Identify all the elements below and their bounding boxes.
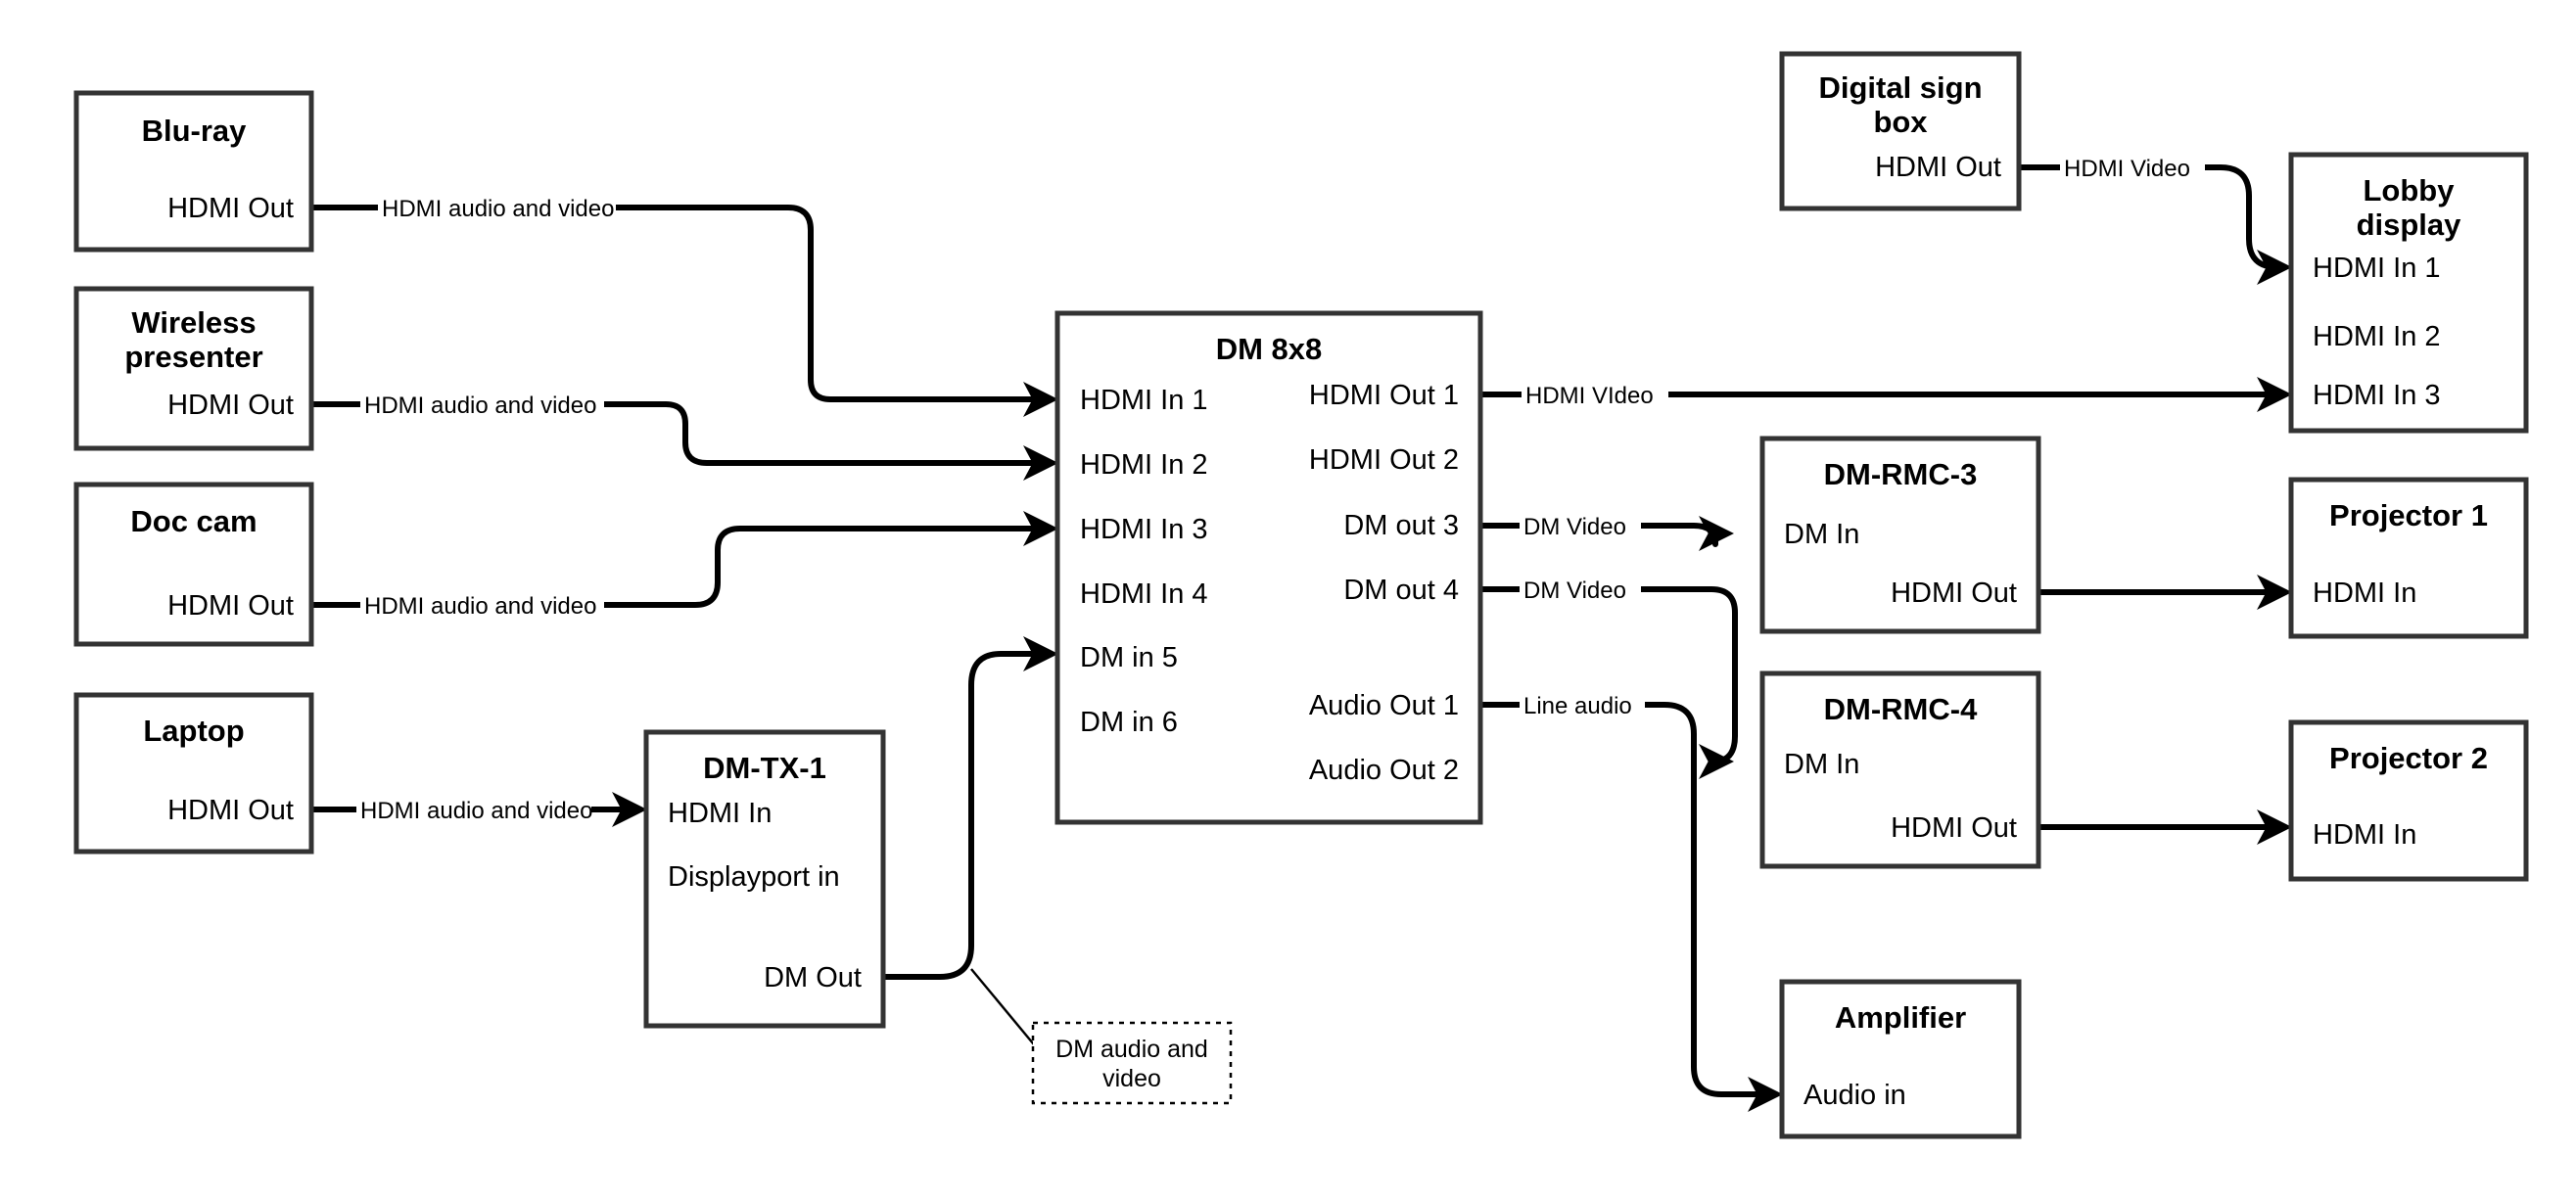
node-dm-8x8-output-hdmi-out-1: HDMI Out 1	[1309, 380, 1459, 411]
node-dm-tx-1-port-hdmi-in: HDMI In	[668, 798, 772, 829]
node-dm-8x8-input-hdmi-in-2: HDMI In 2	[1080, 449, 1208, 481]
node-dm-8x8-input-dm-in-6: DM in 6	[1080, 707, 1178, 738]
node-dm-tx-1-port-dm-out: DM Out	[764, 962, 862, 993]
node-lobby-display-port-hdmi-in-3: HDMI In 3	[2313, 380, 2441, 411]
node-digital-sign-box-title-line2: box	[1873, 105, 1928, 139]
node-amplifier-port-audio-in: Audio in	[1803, 1080, 1906, 1111]
node-dm-tx-1-port-displayport-in: Displayport in	[668, 861, 840, 893]
edge-label-wireless-to-dm8x8: HDMI audio and video	[360, 386, 604, 421]
node-dm-8x8-input-hdmi-in-3: HDMI In 3	[1080, 514, 1208, 545]
node-dm-8x8-input-dm-in-5: DM in 5	[1080, 642, 1178, 673]
node-digital-sign-box-port-hdmi-out: HDMI Out	[1875, 152, 2001, 183]
node-bluray-title: Blu-ray	[142, 114, 248, 148]
node-dm-8x8-output-dm-out-4: DM out 4	[1343, 575, 1459, 606]
node-amplifier-title: Amplifier	[1835, 1000, 1966, 1035]
node-lobby-display-title: Lobby	[2364, 173, 2456, 208]
wire-dm8x8-out4-to-rmc4	[1480, 586, 1738, 779]
node-dm-8x8-output-hdmi-out-2: HDMI Out 2	[1309, 444, 1459, 476]
wire-bluray-to-dm8x8	[311, 205, 1058, 417]
edge-label-text: HDMI audio and video	[382, 196, 614, 222]
edge-label-text: HDMI audio and video	[364, 393, 596, 419]
node-dm-rmc-4[interactable]: DM-RMC-4 DM In HDMI Out	[1759, 670, 2041, 869]
callout-dm-audio-and-video: DM audio and video	[1031, 1021, 1233, 1105]
node-doc-cam[interactable]: Doc cam HDMI Out	[73, 482, 314, 647]
wire-wireless-to-dm8x8	[311, 401, 1058, 481]
edge-label-dm8x8-out4-to-rmc4: DM Video	[1520, 571, 1641, 606]
wire-dm8x8-audio1-to-amp	[1480, 702, 1783, 1112]
node-dm-rmc-3-port-hdmi-out: HDMI Out	[1891, 577, 2017, 609]
edge-label-bluray-to-dm8x8: HDMI audio and video	[378, 189, 616, 224]
node-digital-sign-box[interactable]: Digital sign box HDMI Out	[1779, 51, 2022, 211]
node-dm-8x8-output-audio-out-2: Audio Out 2	[1309, 755, 1459, 786]
node-lobby-display-port-hdmi-in-1: HDMI In 1	[2313, 253, 2441, 284]
edge-label-text: DM Video	[1523, 577, 1626, 604]
node-dm-rmc-4-port-dm-in: DM In	[1784, 749, 1859, 780]
edge-label-text: DM Video	[1523, 514, 1626, 540]
node-wireless-presenter-title: Wireless	[131, 305, 256, 340]
node-bluray[interactable]: Blu-ray HDMI Out	[73, 90, 314, 253]
edge-label-text: HDMI audio and video	[364, 593, 596, 620]
node-amplifier[interactable]: Amplifier Audio in	[1779, 979, 2022, 1139]
node-projector-2-title: Projector 2	[2329, 741, 2488, 775]
node-projector-1-port-hdmi-in: HDMI In	[2313, 577, 2416, 609]
node-bluray-port-hdmi-out: HDMI Out	[167, 193, 294, 224]
callout-leader-line	[970, 968, 1039, 1050]
node-dm-8x8-output-dm-out-3: DM out 3	[1343, 510, 1459, 541]
node-projector-2[interactable]: Projector 2 HDMI In	[2288, 719, 2529, 882]
node-projector-2-port-hdmi-in: HDMI In	[2313, 819, 2416, 851]
node-dm-tx-1[interactable]: DM-TX-1 HDMI In Displayport in DM Out	[643, 729, 886, 1029]
node-wireless-presenter-title-line2: presenter	[124, 340, 262, 374]
node-lobby-display[interactable]: Lobby display HDMI In 1 HDMI In 2 HDMI I…	[2288, 152, 2529, 434]
edge-label-dm8x8-out3-to-rmc3: DM Video	[1520, 507, 1641, 542]
edge-label-text: Line audio	[1523, 693, 1632, 719]
node-projector-1-title: Projector 1	[2329, 498, 2488, 532]
edge-label-doccam-to-dm8x8: HDMI audio and video	[360, 586, 604, 622]
node-digital-sign-box-title: Digital sign	[1818, 70, 1982, 105]
node-lobby-display-title-line2: display	[2357, 208, 2462, 242]
node-wireless-presenter[interactable]: Wireless presenter HDMI Out	[73, 286, 314, 451]
node-dm-rmc-4-port-hdmi-out: HDMI Out	[1891, 812, 2017, 844]
node-laptop-port-hdmi-out: HDMI Out	[167, 795, 294, 826]
edge-label-sign-to-lobby: HDMI Video	[2060, 149, 2205, 184]
node-dm-8x8-output-audio-out-1: Audio Out 1	[1309, 690, 1459, 721]
node-projector-1[interactable]: Projector 1 HDMI In	[2288, 477, 2529, 639]
node-dm-8x8[interactable]: DM 8x8 HDMI In 1 HDMI In 2 HDMI In 3 HDM…	[1054, 310, 1483, 825]
node-dm-8x8-input-hdmi-in-1: HDMI In 1	[1080, 385, 1208, 416]
node-wireless-presenter-port-hdmi-out: HDMI Out	[167, 390, 294, 421]
edge-label-dm8x8-out1-to-lobby: HDMI VIdeo	[1522, 376, 1668, 411]
node-dm-tx-1-title: DM-TX-1	[703, 751, 826, 785]
callout-line-2: video	[1102, 1065, 1161, 1092]
node-dm-8x8-input-hdmi-in-4: HDMI In 4	[1080, 578, 1208, 610]
edge-label-text: HDMI VIdeo	[1525, 383, 1654, 409]
node-laptop[interactable]: Laptop HDMI Out	[73, 692, 314, 855]
wire-dmtx1-to-dm8x8	[883, 636, 1058, 980]
wire-dm8x8-out3-to-rmc3	[1480, 516, 1734, 552]
node-laptop-title: Laptop	[143, 714, 244, 748]
edge-label-text: HDMI Video	[2064, 156, 2190, 182]
edge-label-laptop-to-dmtx1: HDMI audio and video	[356, 791, 592, 826]
node-dm-rmc-3-port-dm-in: DM In	[1784, 519, 1859, 550]
node-dm-rmc-3[interactable]: DM-RMC-3 DM In HDMI Out	[1759, 436, 2041, 634]
node-lobby-display-port-hdmi-in-2: HDMI In 2	[2313, 321, 2441, 352]
wire-sign-to-lobby	[2019, 164, 2292, 285]
node-doc-cam-title: Doc cam	[130, 504, 257, 538]
node-dm-8x8-title: DM 8x8	[1216, 332, 1323, 366]
wire-doccam-to-dm8x8	[311, 511, 1058, 608]
node-doc-cam-port-hdmi-out: HDMI Out	[167, 590, 294, 622]
node-dm-rmc-3-title: DM-RMC-3	[1824, 457, 1978, 491]
edge-label-text: HDMI audio and video	[360, 798, 592, 824]
node-dm-rmc-4-title: DM-RMC-4	[1824, 692, 1978, 726]
callout-line-1: DM audio and	[1055, 1036, 1208, 1063]
edge-label-dm8x8-audio1-to-amp: Line audio	[1520, 686, 1645, 721]
